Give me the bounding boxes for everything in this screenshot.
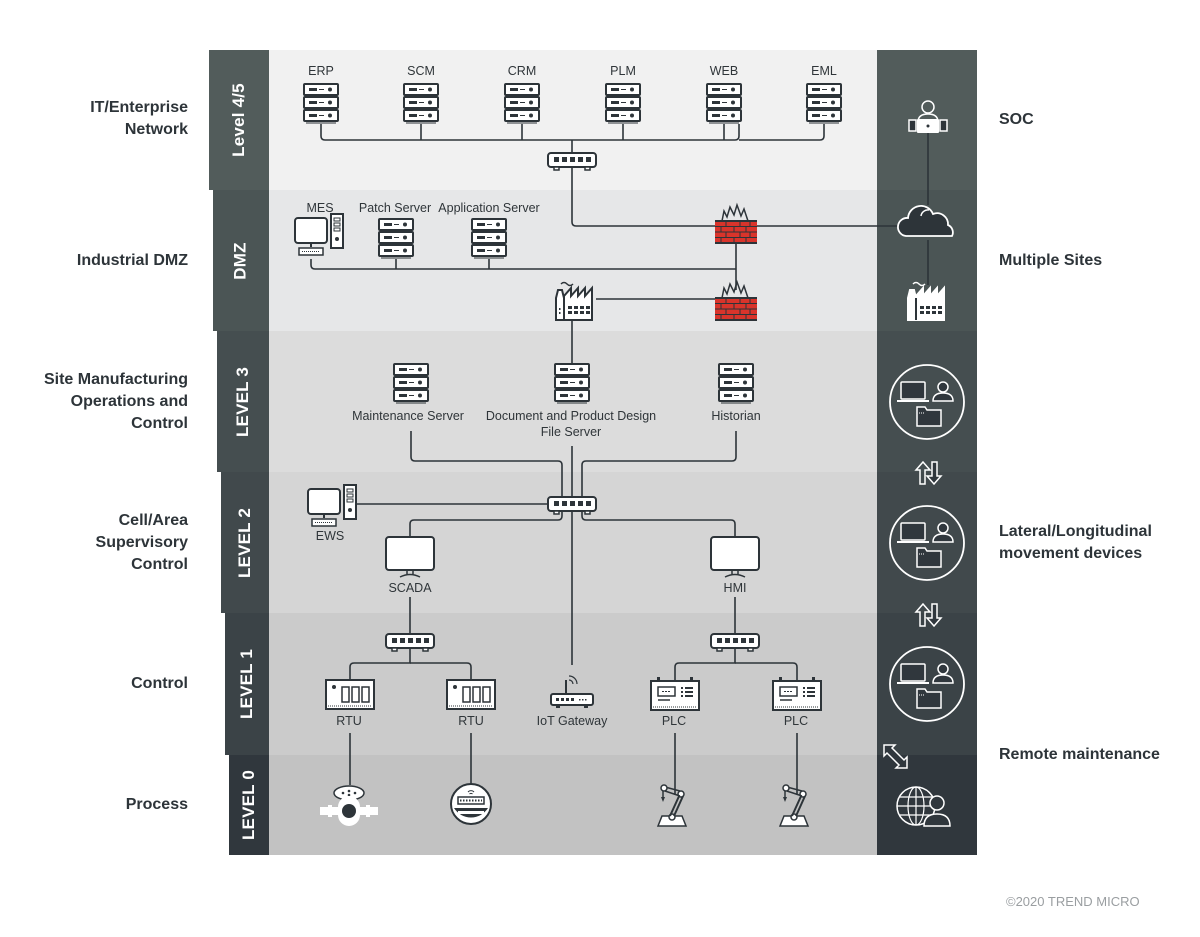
ews-workstation-icon	[307, 484, 357, 527]
node-label-plm: PLM	[610, 64, 636, 78]
historian-server-icon	[718, 363, 754, 404]
node-label-scm: SCM	[407, 64, 435, 78]
label-soc: SOC	[999, 111, 1034, 128]
patch-server-icon	[378, 218, 414, 259]
file-server-icon	[554, 363, 590, 404]
node-label-iot-gateway: IoT Gateway	[536, 714, 608, 728]
plm-server-icon	[605, 83, 641, 124]
node-label-application-server: Application Server	[438, 201, 540, 215]
level2-switch-icon	[547, 496, 597, 515]
node-label-mes: MES	[306, 201, 334, 215]
level-tab-dmz: DMZ	[213, 190, 269, 331]
up-down-arrow-icon	[915, 603, 942, 627]
label-control: Control	[131, 675, 188, 692]
iot-gateway-icon	[550, 675, 594, 709]
erp-server-icon	[303, 83, 339, 124]
scada-monitor-icon	[385, 536, 435, 578]
node-label-erp: ERP	[308, 64, 334, 78]
node-label-rtu: RTU	[336, 714, 362, 728]
remote-maintenance-globe-icon	[896, 786, 951, 827]
rtu-icon	[325, 679, 375, 710]
soc-analyst-icon	[908, 100, 948, 133]
smart-meter-icon	[450, 783, 492, 825]
web-server-icon	[706, 83, 742, 124]
up-down-arrow-icon	[915, 461, 942, 485]
remote-site-factory-icon	[907, 281, 945, 321]
node-label-eml: EML	[811, 64, 837, 78]
node-label-historian: Historian	[711, 409, 761, 423]
node-label-maintenance-server: Maintenance Server	[352, 409, 464, 423]
right-column-cell-6	[877, 755, 977, 855]
cloud-icon	[897, 205, 954, 237]
level-tab-0: LEVEL 0	[229, 755, 269, 855]
node-label-ews: EWS	[315, 529, 345, 543]
copyright: ©2020 TREND MICRO	[1006, 894, 1140, 909]
maintenance-server-icon	[393, 363, 429, 404]
valve-icon	[319, 785, 379, 827]
factory-icon	[555, 281, 593, 321]
level-tab-4-5: Level 4/5	[209, 50, 269, 190]
hmi-switch-icon	[710, 633, 760, 652]
diagonal-arrow-icon	[883, 744, 908, 769]
node-label-web: WEB	[709, 64, 739, 78]
lateral-device-group-icon	[889, 646, 965, 722]
firewall-icon	[714, 281, 758, 321]
band-level2	[269, 472, 877, 613]
node-label-scada: SCADA	[388, 581, 432, 595]
firewall-icon	[714, 204, 758, 244]
label-multiple-sites: Multiple Sites	[999, 252, 1103, 269]
label-remote-maintenance: Remote maintenance	[999, 746, 1160, 763]
label-process: Process	[125, 796, 188, 813]
plc-icon	[650, 676, 700, 711]
band-level0	[269, 755, 877, 855]
lateral-device-group-icon	[889, 364, 965, 440]
crm-server-icon	[504, 83, 540, 124]
scada-switch-icon	[385, 633, 435, 652]
enterprise-switch-icon	[547, 152, 597, 171]
mes-workstation-icon	[294, 213, 344, 256]
node-label-plc: PLC	[661, 714, 687, 728]
robot-arm-icon	[657, 784, 687, 827]
level-tab-3: LEVEL 3	[217, 331, 269, 472]
application-server-icon	[471, 218, 507, 259]
node-label-crm: CRM	[507, 64, 537, 78]
eml-server-icon	[806, 83, 842, 124]
rtu-icon	[446, 679, 496, 710]
level-tab-1: LEVEL 1	[225, 613, 269, 755]
scm-server-icon	[403, 83, 439, 124]
robot-arm-icon	[779, 784, 809, 827]
level-tab-2: LEVEL 2	[221, 472, 269, 613]
label-industrial-dmz: Industrial DMZ	[76, 252, 188, 269]
node-label-rtu: RTU	[458, 714, 484, 728]
node-label-plc: PLC	[783, 714, 809, 728]
node-label-hmi: HMI	[723, 581, 747, 595]
lateral-device-group-icon	[889, 505, 965, 581]
node-label-patch-server: Patch Server	[358, 201, 432, 215]
plc-icon	[772, 676, 822, 711]
hmi-monitor-icon	[710, 536, 760, 578]
